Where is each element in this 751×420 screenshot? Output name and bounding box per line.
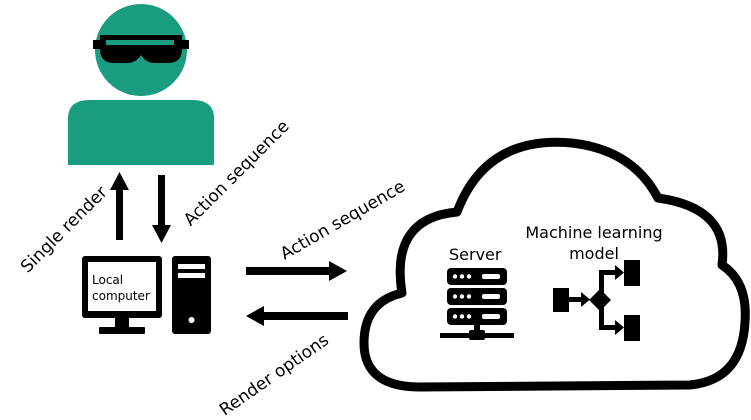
local-computer-line2: computer <box>92 289 150 303</box>
cloud-outline <box>359 137 750 392</box>
arrow-down-action-sequence <box>152 175 171 243</box>
ml-model-line2: model <box>569 244 619 263</box>
arrow-right-action-sequence <box>246 261 347 281</box>
arrow-left-render-options <box>246 306 348 326</box>
flowchart-icon <box>553 260 640 341</box>
vr-user-icon <box>68 4 214 165</box>
ml-model-label: Machine learning model <box>524 222 664 264</box>
arrow-up-single-render <box>110 172 129 240</box>
server-label: Server <box>449 245 502 264</box>
server-rack-icon <box>440 268 514 340</box>
monitor-base <box>99 327 145 334</box>
vr-headset-icon <box>93 35 189 63</box>
local-computer-label: Local computer <box>92 272 150 304</box>
desktop-computer-icon <box>82 256 211 334</box>
local-computer-line1: Local <box>92 273 124 287</box>
ml-model-line1: Machine learning <box>525 223 663 242</box>
user-body <box>68 100 214 165</box>
monitor-neck <box>115 318 129 329</box>
monitor-screen <box>88 262 156 311</box>
